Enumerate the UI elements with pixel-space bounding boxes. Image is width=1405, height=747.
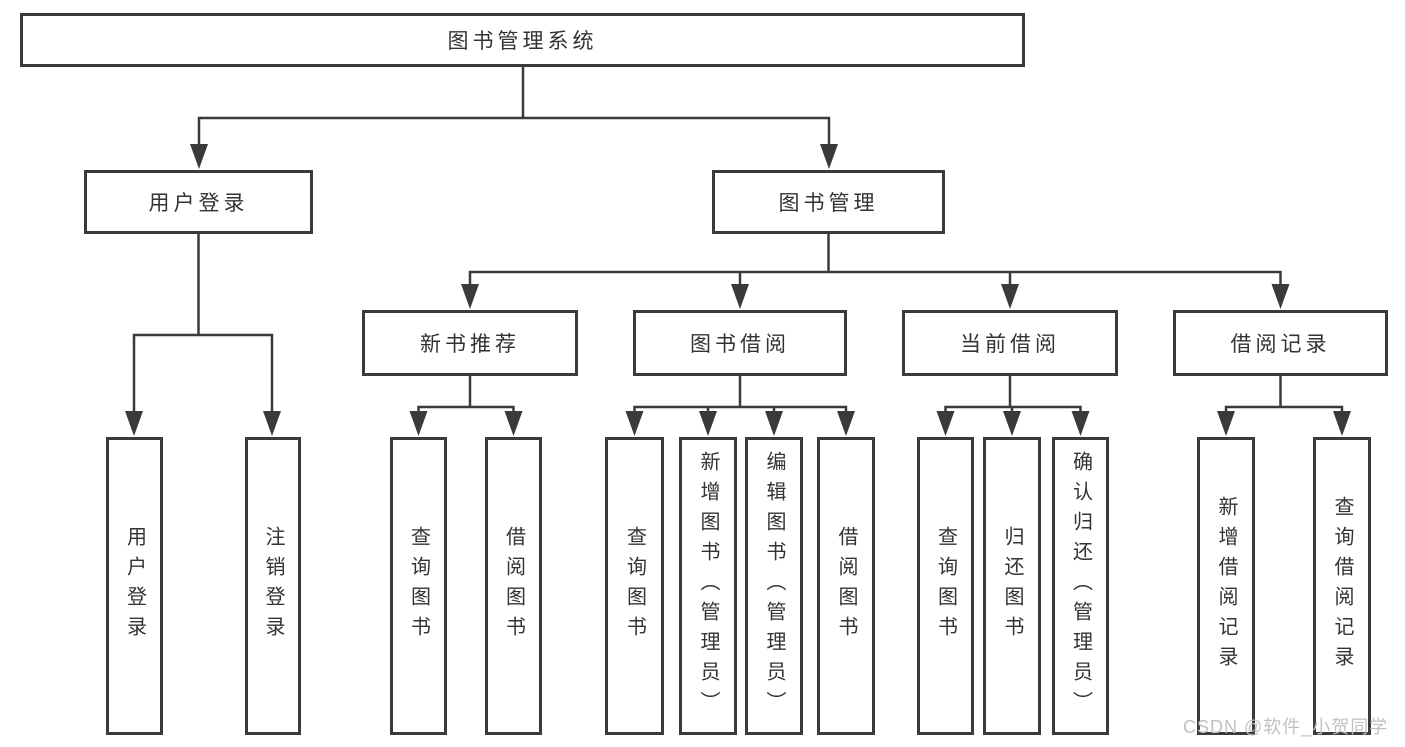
leaf-cb-query-books: 查询图书 bbox=[917, 437, 974, 735]
leaf-cb-confirm-return-admin: 确认归还（管理员） bbox=[1052, 437, 1109, 735]
leaf-br-add-record: 新增借阅记录 bbox=[1197, 437, 1255, 735]
node-label: 图书管理 bbox=[778, 192, 879, 215]
leaf-logout: 注销登录 bbox=[245, 437, 301, 735]
leaf-bb-add-books-admin: 新增图书（管理员） bbox=[679, 437, 737, 735]
node-label: 借阅图书 bbox=[835, 526, 857, 646]
connector-book-mgmt bbox=[468, 234, 1282, 287]
arrowhead bbox=[1001, 284, 1019, 309]
arrowhead bbox=[504, 411, 523, 436]
arrowhead bbox=[936, 411, 955, 436]
arrowhead bbox=[190, 144, 208, 169]
node-label: 新增图书（管理员） bbox=[697, 451, 719, 721]
arrowhead bbox=[699, 411, 717, 436]
node-borrowing-records: 借阅记录 bbox=[1173, 310, 1388, 376]
connector-borrow-record bbox=[1224, 376, 1344, 414]
node-label: 当前借阅 bbox=[960, 333, 1060, 356]
node-label: 注销登录 bbox=[262, 526, 284, 646]
arrowhead bbox=[1217, 411, 1235, 436]
arrowhead bbox=[1271, 284, 1290, 309]
arrowhead bbox=[765, 411, 783, 436]
arrowhead bbox=[461, 284, 479, 309]
node-label: 用户登录 bbox=[123, 526, 146, 646]
node-current-borrowing: 当前借阅 bbox=[902, 310, 1118, 376]
arrowhead bbox=[263, 411, 281, 436]
node-label: 借阅图书 bbox=[502, 526, 525, 646]
node-label: 图书管理系统 bbox=[447, 30, 598, 53]
leaf-bb-borrow-books: 借阅图书 bbox=[817, 437, 875, 735]
node-book-borrowing: 图书借阅 bbox=[633, 310, 847, 376]
connector-book-borrow bbox=[633, 376, 848, 414]
arrowhead bbox=[820, 144, 838, 169]
node-user-login-branch: 用户登录 bbox=[84, 170, 313, 234]
node-label: 用户登录 bbox=[148, 192, 249, 215]
connector-user-login bbox=[132, 232, 274, 414]
node-new-book-recommendation: 新书推荐 bbox=[362, 310, 578, 376]
arrowhead bbox=[125, 411, 143, 436]
node-label: 图书借阅 bbox=[690, 333, 790, 356]
connector-current-borrow bbox=[944, 376, 1082, 414]
node-label: 查询借阅记录 bbox=[1331, 496, 1353, 676]
leaf-br-query-record: 查询借阅记录 bbox=[1313, 437, 1371, 735]
node-label: 确认归还（管理员） bbox=[1069, 451, 1092, 721]
arrowhead bbox=[1071, 411, 1090, 436]
arrowhead bbox=[409, 411, 428, 436]
arrowheads bbox=[125, 144, 1351, 436]
leaf-user-login: 用户登录 bbox=[106, 437, 163, 735]
leaf-cb-return-books: 归还图书 bbox=[983, 437, 1041, 735]
leaf-bb-query-books: 查询图书 bbox=[605, 437, 664, 735]
leaf-bb-edit-books-admin: 编辑图书（管理员） bbox=[745, 437, 803, 735]
node-label: 新书推荐 bbox=[420, 333, 520, 356]
arrowhead bbox=[1003, 411, 1021, 436]
arrowhead bbox=[837, 411, 855, 436]
node-label: 借阅记录 bbox=[1230, 333, 1331, 356]
node-label: 归还图书 bbox=[1001, 526, 1023, 646]
connector-root bbox=[197, 67, 831, 148]
arrowhead bbox=[625, 411, 644, 436]
arrowhead bbox=[1333, 411, 1351, 436]
node-label: 新增借阅记录 bbox=[1215, 496, 1237, 676]
leaf-nbr-borrow-books: 借阅图书 bbox=[485, 437, 542, 735]
node-label: 查询图书 bbox=[407, 526, 430, 646]
node-label: 编辑图书（管理员） bbox=[763, 451, 785, 721]
connector-new-book-rec bbox=[417, 376, 515, 414]
node-book-management: 图书管理 bbox=[712, 170, 945, 234]
leaf-nbr-query-books: 查询图书 bbox=[390, 437, 447, 735]
csdn-watermark: CSDN @软件_小贺同学 bbox=[1183, 717, 1389, 737]
arrowhead bbox=[731, 284, 749, 309]
node-label: 查询图书 bbox=[623, 526, 646, 646]
node-library-system: 图书管理系统 bbox=[20, 13, 1025, 67]
node-label: 查询图书 bbox=[934, 526, 957, 646]
